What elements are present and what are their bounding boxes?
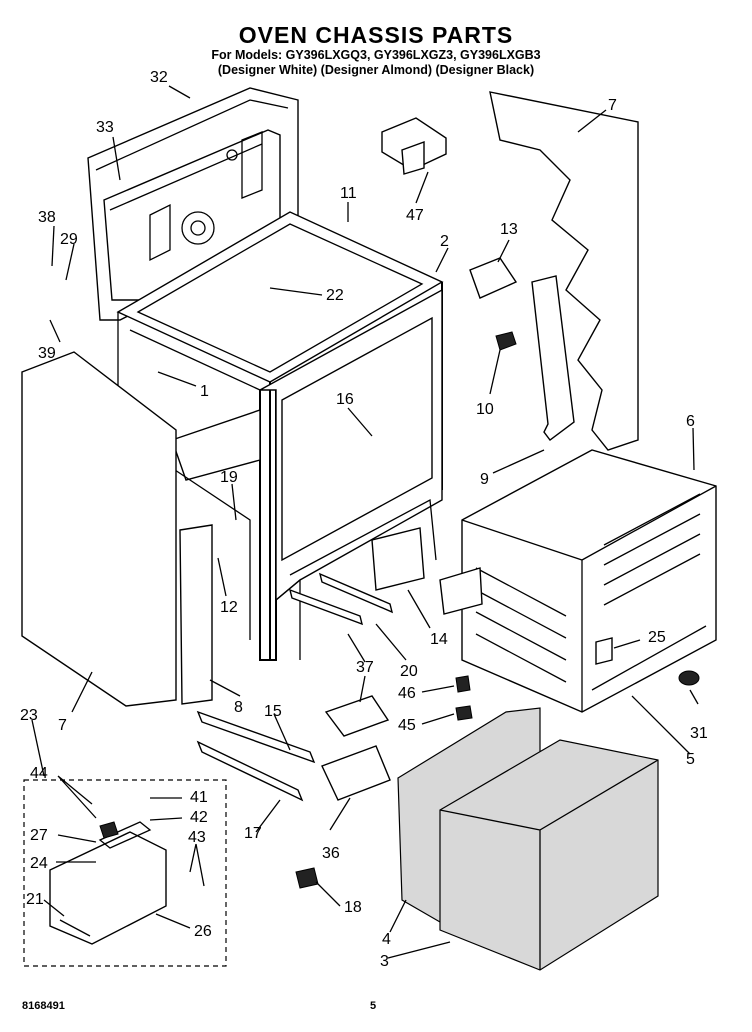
callout-24: 24 [30,855,48,872]
left-side-panel [21,351,177,707]
page-title: OVEN CHASSIS PARTS [238,22,514,48]
callout-1: 1 [200,383,209,400]
callout-21: 21 [26,891,44,908]
callout-26: 26 [194,923,212,940]
callout-17: 17 [244,825,262,842]
callout-labels: 32 33 7 47 11 13 2 38 29 22 39 1 10 16 6… [20,69,708,970]
callout-25: 25 [648,629,666,646]
callout-4: 4 [382,931,391,948]
callout-11: 11 [340,185,357,202]
callout-14: 14 [430,631,448,648]
callout-19: 19 [220,469,238,486]
models-line: For Models: GY396LXGQ3, GY396LXGZ3, GY39… [211,48,541,62]
leader-lines [31,85,699,959]
callout-20: 20 [400,663,418,680]
callout-6: 6 [686,413,695,430]
callout-27: 27 [30,827,48,844]
callout-18: 18 [344,899,362,916]
callout-43: 43 [188,829,206,846]
callout-36: 36 [322,845,340,862]
callout-45: 45 [398,717,416,734]
callout-41: 41 [190,789,208,806]
callout-8: 8 [234,699,243,716]
callout-15: 15 [264,703,282,720]
callout-13: 13 [500,221,518,238]
part-9-channel [531,275,575,441]
callout-9: 9 [480,471,489,488]
callout-39: 39 [38,345,56,362]
callout-22: 22 [326,287,344,304]
lower-brackets [196,675,473,889]
callout-46: 46 [398,685,416,702]
callout-10: 10 [476,401,494,418]
document-number: 8168491 [22,1000,65,1012]
page-number: 5 [370,1000,377,1012]
inset-detail-box [23,779,227,967]
callout-33: 33 [96,119,114,136]
diagram-header: OVEN CHASSIS PARTS For Models: GY396LXGQ… [0,22,752,78]
callout-3: 3 [380,953,389,970]
part-31-plug [678,670,700,686]
oven-cavity [439,449,717,713]
callout-42: 42 [190,809,208,826]
callout-7-left: 7 [58,717,67,734]
callout-38: 38 [38,209,56,226]
rear-insulation-sheet [489,91,639,451]
callout-23: 23 [20,707,38,724]
callout-2: 2 [440,233,449,250]
insulation-blanket [397,707,659,971]
part-47-vent [381,117,447,175]
callout-5: 5 [686,751,695,768]
callout-12: 12 [220,599,238,616]
callout-29: 29 [60,231,78,248]
callout-47: 47 [406,207,424,224]
rails-20-and-14 [288,527,425,626]
colors-line: (Designer White) (Designer Almond) (Desi… [217,63,535,77]
callout-31: 31 [690,725,708,742]
callout-37: 37 [356,659,374,676]
callout-7-right: 7 [608,97,617,114]
callout-16: 16 [336,391,354,408]
callout-44: 44 [30,765,48,782]
part-13-bracket [469,257,518,299]
part-10-fastener [495,331,517,351]
callout-32: 32 [150,69,168,86]
chassis-frame [116,211,444,705]
